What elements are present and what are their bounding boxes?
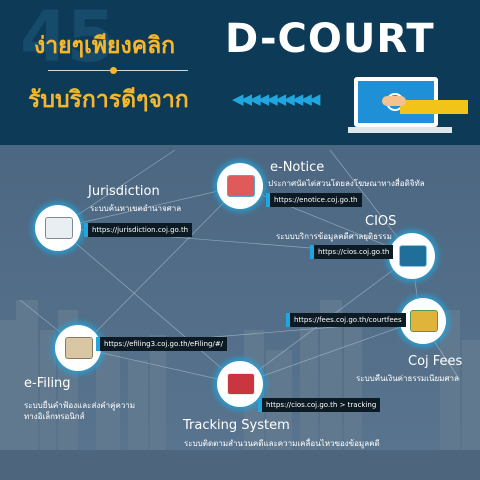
enotice-screen-icon xyxy=(227,175,255,197)
enotice-title: e-Notice xyxy=(270,160,325,175)
brand-title: D-COURT xyxy=(225,16,435,62)
hand-sleeve-icon xyxy=(400,100,468,114)
headline-line-2: รับบริการดีๆจาก xyxy=(28,87,189,113)
efiling-url-link[interactable]: https://efiling3.coj.go.th/eFiling/#/ xyxy=(96,337,228,351)
pointing-finger-icon xyxy=(382,96,406,106)
enotice-url-link[interactable]: https://enotice.coj.go.th xyxy=(266,193,362,207)
cojfees-url-link[interactable]: https://fees.coj.go.th/courtfees xyxy=(286,313,406,327)
cojfees-node-icon[interactable] xyxy=(400,298,446,344)
cojfees-title: Coj Fees xyxy=(408,354,463,369)
cios-desc: ระบบบริการข้อมูลคดีศาลยุติธรรม xyxy=(276,232,392,241)
efiling-title: e-Filing xyxy=(24,376,71,391)
tracking-screen-icon xyxy=(227,373,255,395)
jurisdiction-title: Jurisdiction xyxy=(88,184,160,199)
tracking-url-link[interactable]: https://cios.coj.go.th > tracking xyxy=(258,398,381,412)
enotice-node-icon[interactable] xyxy=(217,163,263,209)
headline-line-1: ง่ายๆเพียงคลิก xyxy=(34,33,176,59)
background-number: 45 xyxy=(20,0,115,78)
efiling-node-icon[interactable] xyxy=(55,325,101,371)
cojfees-coins-icon xyxy=(410,310,438,332)
tracking-desc: ระบบติดตามสำนวนคดีและความเคลื่อนไหวของข้… xyxy=(184,439,380,448)
cios-url-link[interactable]: https://cios.coj.go.th xyxy=(310,245,394,259)
tracking-node-icon[interactable] xyxy=(217,361,263,407)
laptop-base xyxy=(348,127,452,133)
header-banner: 45 ง่ายๆเพียงคลิก รับบริการดีๆจาก D-COUR… xyxy=(0,0,480,145)
jurisdiction-url-link[interactable]: https://jurisdiction.coj.go.th xyxy=(84,223,193,237)
efiling-document-icon xyxy=(65,337,93,359)
cojfees-desc: ระบบคืนเงินค่าธรรมเนียมศาล xyxy=(356,374,459,383)
arrow-chevrons-icon: ◀◀◀◀◀◀◀◀◀◀ xyxy=(232,90,320,108)
divider-line xyxy=(48,70,188,71)
cios-title: CIOS xyxy=(365,214,397,229)
efiling-desc: ระบบยื่นคำฟ้องและส่งคำคู่ความทางอิเล็กทร… xyxy=(24,401,136,421)
cios-screen-icon xyxy=(399,245,427,267)
cios-node-icon[interactable] xyxy=(389,233,435,279)
enotice-desc: ประกาศนัดไต่สวนโดยลงโฆษณาทางสื่อดิจิทัล xyxy=(268,179,425,188)
divider-dot xyxy=(110,67,117,74)
tracking-title: Tracking System xyxy=(183,418,290,433)
jurisdiction-node-icon[interactable] xyxy=(35,205,81,251)
jurisdiction-desc: ระบบค้นหาเขตอำนาจศาล xyxy=(90,204,182,213)
jurisdiction-document-icon xyxy=(45,217,73,239)
